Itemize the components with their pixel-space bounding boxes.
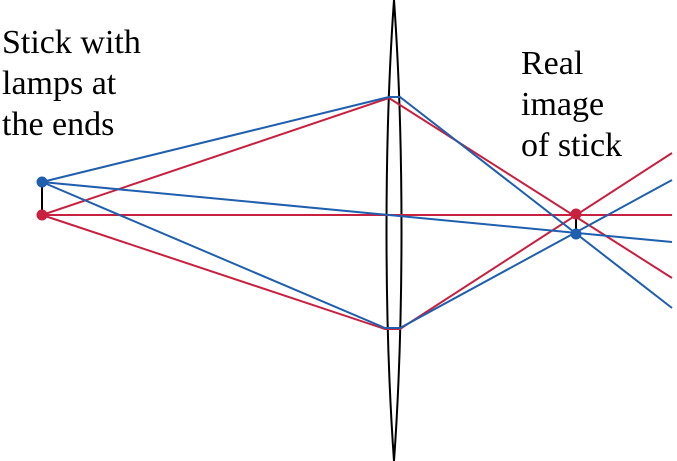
object-label: Stick with lamps at the ends xyxy=(2,22,141,145)
object-bottom-lamp xyxy=(36,209,48,221)
object-label-line-1: Stick with xyxy=(2,24,141,61)
image-top-point xyxy=(570,208,582,220)
object-label-line-2: lamps at xyxy=(2,65,117,102)
image-label-line-3: of stick xyxy=(521,127,623,164)
blue-ray-center xyxy=(41,181,673,243)
blue-ray-upper xyxy=(41,96,673,309)
red-ray-lower xyxy=(41,152,673,330)
object-top-lamp xyxy=(36,176,48,188)
image-label-line-1: Real xyxy=(521,45,584,82)
object-label-line-3: the ends xyxy=(2,106,115,143)
image-label: Real image of stick xyxy=(521,43,622,166)
blue-rays xyxy=(41,96,673,329)
convex-lens xyxy=(385,0,403,461)
image-label-line-2: image xyxy=(521,86,605,123)
image-bottom-point xyxy=(570,228,582,240)
blue-ray-lower xyxy=(41,179,673,329)
